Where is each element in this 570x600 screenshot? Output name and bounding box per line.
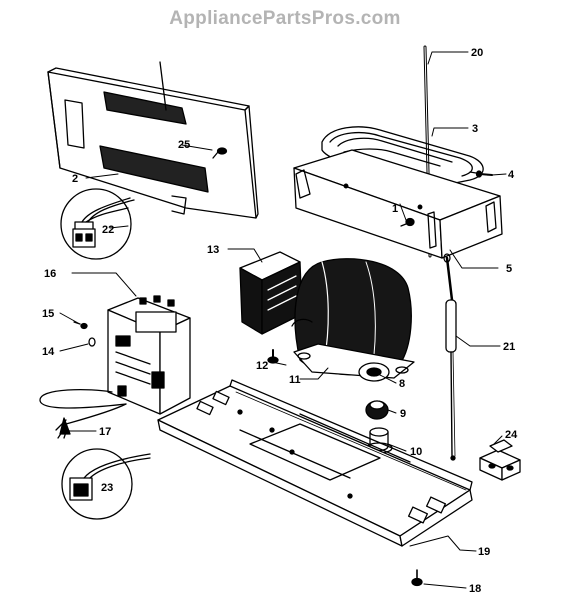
part-clip-8 — [358, 362, 390, 382]
part-bolt-12 — [267, 349, 279, 364]
callout-18: 18 — [469, 583, 481, 595]
part-screw-18 — [411, 569, 423, 587]
callout-12: 12 — [256, 360, 268, 372]
callout-11: 11 — [289, 374, 301, 386]
callout-20: 20 — [471, 47, 483, 59]
part-back-panel — [47, 61, 259, 219]
part-screw-4 — [475, 170, 493, 178]
part-thermostat — [443, 253, 457, 461]
part-relay-box — [107, 295, 191, 415]
part-screw-15 — [73, 321, 88, 330]
part-screw-25 — [212, 147, 228, 159]
part-compressor — [291, 258, 415, 379]
callout-4: 4 — [508, 169, 515, 181]
callout-17: 17 — [99, 426, 111, 438]
leader-lines — [59, 51, 507, 589]
part-plug-inset-23 — [61, 448, 151, 520]
callout-labels: 1 2 3 4 5 8 9 10 11 12 13 14 15 16 17 18… — [42, 47, 518, 595]
site-watermark: AppliancePartsPros.com — [169, 8, 401, 29]
callout-10: 10 — [410, 446, 422, 458]
part-relay-cover — [239, 251, 303, 335]
callout-22: 22 — [102, 224, 114, 236]
callout-21: 21 — [503, 341, 515, 353]
callout-8: 8 — [399, 378, 405, 390]
callout-13: 13 — [207, 244, 219, 256]
callout-25: 25 — [178, 139, 190, 151]
callout-5: 5 — [506, 263, 512, 275]
part-clip-14 — [88, 337, 96, 347]
callout-2: 2 — [72, 173, 78, 185]
part-grommet-9 — [365, 400, 389, 420]
part-harness-inset-22 — [60, 188, 135, 260]
callout-16: 16 — [44, 268, 56, 280]
part-drain-tray — [293, 149, 503, 259]
callout-24: 24 — [505, 429, 518, 441]
callout-23: 23 — [101, 482, 113, 494]
part-base-plate — [157, 379, 473, 547]
callout-15: 15 — [42, 308, 54, 320]
callout-19: 19 — [478, 546, 490, 558]
callout-9: 9 — [400, 408, 406, 420]
callout-1: 1 — [392, 203, 398, 215]
callout-3: 3 — [472, 123, 478, 135]
part-screw-1 — [400, 217, 415, 227]
part-bracket-24 — [479, 439, 521, 481]
callout-14: 14 — [42, 346, 55, 358]
